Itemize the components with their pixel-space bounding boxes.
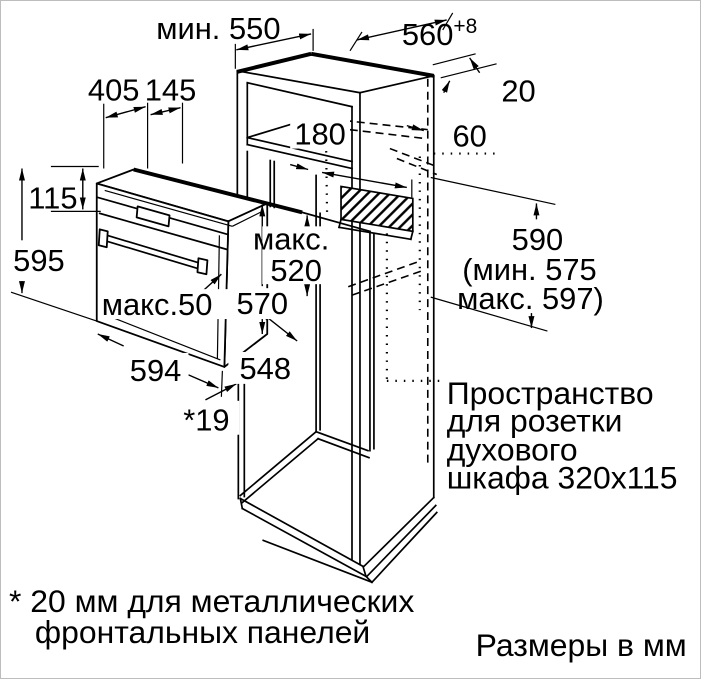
dim-niche-height: 590 [512, 222, 564, 257]
dim-wall-thickness: 20 [501, 74, 535, 109]
dim-niche-depth: 560+8 [402, 15, 477, 52]
dimension-lines [10, 12, 556, 401]
units-label: Размеры в мм [476, 627, 687, 663]
dim-socket-pos-value: 520 [270, 253, 322, 288]
dim-side-height: 570 [236, 286, 288, 321]
dim-panel-height: 115 [28, 180, 77, 215]
dim-oven-top-back: 145 [145, 73, 197, 108]
footnote-line2: фронтальных панелей [35, 614, 370, 650]
socket-hatch-area [338, 185, 414, 241]
dim-oven-height: 595 [13, 243, 65, 278]
dim-oven-top-front: 405 [88, 73, 140, 108]
footnote-line1: * 20 мм для металлических [9, 583, 414, 619]
dim-oven-depth: 548 [239, 351, 291, 386]
socket-note: Пространство для розетки духового шкафа … [447, 375, 678, 496]
dim-socket-pos-word: макс. [253, 221, 329, 256]
dim-handle-max: макс.50 [102, 287, 213, 322]
dim-top-compartment: 180 [294, 117, 346, 152]
dim-front-gap: *19 [183, 403, 229, 438]
dim-oven-width: 594 [130, 353, 182, 388]
oven-display [135, 205, 171, 228]
dim-rear-gap: 60 [452, 119, 486, 154]
socket-note-line3: духового [447, 432, 578, 468]
socket-note-line1: Пространство [447, 375, 654, 411]
oven-handle [102, 233, 205, 266]
dim-niche-height-max: макс. 597) [457, 281, 604, 316]
socket-note-line2: для розетки [447, 403, 623, 439]
footnote: * 20 мм для металлических фронтальных па… [9, 583, 687, 663]
dim-niche-height-min: (мин. 575 [462, 252, 597, 287]
dimension-labels: мин. 550 560+8 20 60 180 405 145 115 595… [7, 11, 604, 438]
socket-note-line4: шкафа 320x115 [447, 460, 678, 496]
oven-drawing [95, 167, 303, 368]
insertion-line [133, 167, 303, 215]
dim-niche-width-min: мин. 550 [156, 11, 280, 46]
